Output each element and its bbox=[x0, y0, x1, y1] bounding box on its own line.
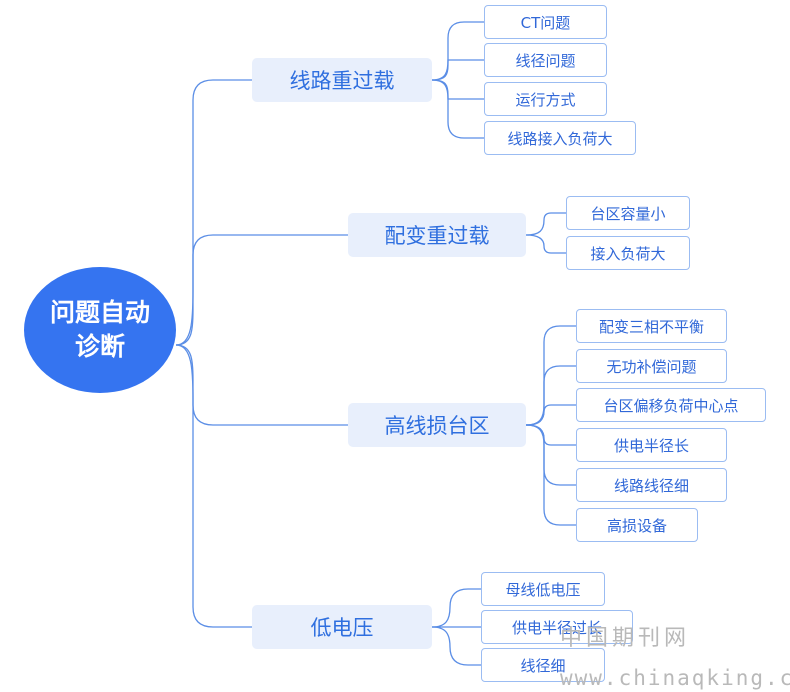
leaf-label: 运行方式 bbox=[515, 90, 576, 109]
branch-label: 低电压 bbox=[310, 616, 374, 640]
leaf-node[interactable]: 线路线径细 bbox=[576, 468, 727, 502]
root-label: 问题自动诊断 bbox=[49, 298, 150, 361]
leaf-node[interactable]: 接入负荷大 bbox=[566, 236, 690, 270]
root-node[interactable]: 问题自动诊断 bbox=[24, 267, 176, 393]
leaf-label: 配变三相不平衡 bbox=[598, 317, 704, 336]
branch-label: 线路重过载 bbox=[289, 69, 395, 93]
leaf-label: CT问题 bbox=[520, 13, 571, 32]
watermark-cn: 中国期刊网 bbox=[560, 626, 691, 651]
leaf-node[interactable]: 供电半径过长 bbox=[481, 610, 633, 644]
leaf-node[interactable]: CT问题 bbox=[484, 5, 607, 39]
leaf-node[interactable]: 高损设备 bbox=[576, 508, 698, 542]
leaf-node[interactable]: 线径细 bbox=[481, 648, 605, 682]
branch-node-high-line-loss[interactable]: 高线损台区 bbox=[348, 403, 526, 447]
leaf-label: 高损设备 bbox=[606, 516, 667, 535]
leaf-node[interactable]: 台区容量小 bbox=[566, 196, 690, 230]
leaf-node[interactable]: 线路接入负荷大 bbox=[484, 121, 636, 155]
watermark-url: www.chinaqking.com bbox=[560, 666, 790, 690]
leaf-label: 供电半径过长 bbox=[511, 618, 602, 637]
leaf-node[interactable]: 配变三相不平衡 bbox=[576, 309, 727, 343]
leaf-label: 线径问题 bbox=[515, 51, 576, 70]
leaf-label: 台区容量小 bbox=[590, 204, 666, 223]
leaf-label: 线路线径细 bbox=[613, 476, 689, 495]
branch-node-line-overload[interactable]: 线路重过载 bbox=[252, 58, 432, 102]
leaf-label: 供电半径长 bbox=[613, 436, 689, 455]
leaf-node[interactable]: 线径问题 bbox=[484, 43, 607, 77]
leaf-node[interactable]: 运行方式 bbox=[484, 82, 607, 116]
leaf-node[interactable]: 台区偏移负荷中心点 bbox=[576, 388, 766, 422]
leaf-label: 无功补偿问题 bbox=[606, 357, 697, 376]
leaf-label: 台区偏移负荷中心点 bbox=[603, 396, 739, 415]
leaf-node[interactable]: 母线低电压 bbox=[481, 572, 605, 606]
branch-label: 高线损台区 bbox=[384, 414, 490, 438]
leaf-label: 接入负荷大 bbox=[590, 244, 666, 263]
leaf-node[interactable]: 无功补偿问题 bbox=[576, 349, 727, 383]
branch-label: 配变重过载 bbox=[384, 224, 490, 248]
leaf-label: 线径细 bbox=[520, 656, 566, 675]
leaf-node[interactable]: 供电半径长 bbox=[576, 428, 727, 462]
leaf-label: 母线低电压 bbox=[505, 580, 581, 599]
branch-node-low-voltage[interactable]: 低电压 bbox=[252, 605, 432, 649]
branch-node-transformer-overload[interactable]: 配变重过载 bbox=[348, 213, 526, 257]
leaf-label: 线路接入负荷大 bbox=[507, 129, 613, 148]
